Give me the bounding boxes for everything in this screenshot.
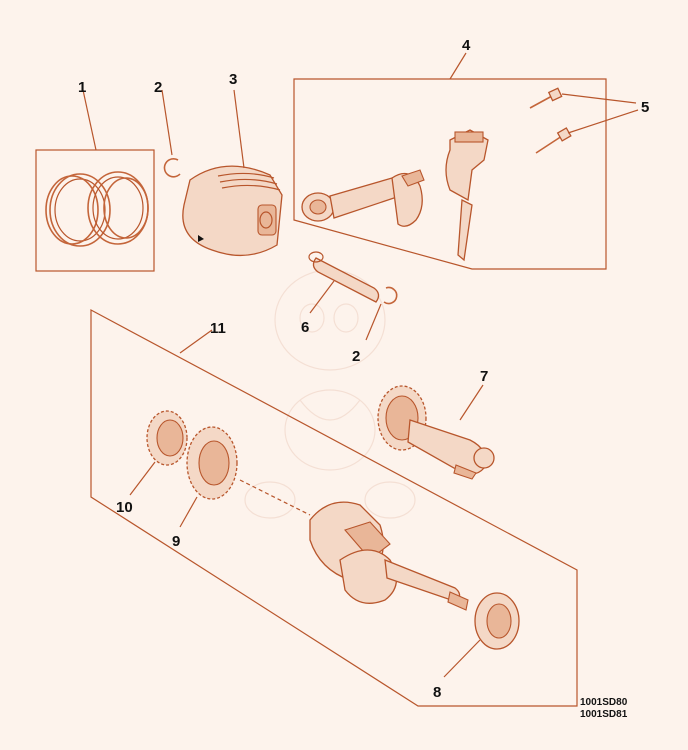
leader-9 [179,496,198,528]
leader-5b [567,109,639,134]
crankshaft [239,479,469,611]
circlip-lower-shape [383,286,398,305]
crankshaft-box [90,308,578,707]
leader-2b [365,303,382,341]
crank-main-journal [384,558,461,603]
leader-2a [161,89,173,156]
piston: 3 [182,71,283,257]
connecting-rod-group: 4 [293,37,607,270]
piston-pin: 6 [301,251,380,336]
rod-cap [445,129,489,262]
connecting-rod [301,169,425,227]
leader-7 [459,384,484,421]
callout-1: 1 [78,79,86,96]
callout-10: 10 [116,499,133,516]
connecting-rod-box [293,78,607,270]
piston-rings-group: 1 [35,79,155,272]
bearing-inner [486,603,512,639]
callout-2a: 2 [154,79,162,96]
leader-11 [179,329,213,354]
callout-11: 11 [210,320,226,337]
rod-bolts: 5 [529,87,649,154]
reference-code-2: 1001SD81 [580,709,628,720]
bolt-lower [535,127,572,154]
piston-pin-shape [312,257,380,303]
callout-8: 8 [433,684,441,701]
leader-5a [561,93,637,104]
leader-1 [82,89,97,151]
main-bearing: 8 [433,592,520,701]
bolt-upper [529,87,563,109]
crank-threaded-end [447,591,469,611]
circlip-top-shape [163,157,181,178]
piston-rings-box [35,149,155,272]
crank-web-rear [339,549,397,604]
leader-4 [449,52,467,80]
callout-6: 6 [301,319,309,336]
leader-10 [129,461,156,496]
crankshaft-group: 11 [90,308,578,707]
callout-3: 3 [229,71,237,88]
callout-5: 5 [641,99,649,116]
callout-2b: 2 [352,348,360,365]
callout-7: 7 [480,368,488,385]
callout-9: 9 [172,533,180,550]
circlip-lower: 2 [352,286,398,365]
callout-4: 4 [462,37,471,54]
circlip-top: 2 [154,79,181,178]
leader-6 [309,280,335,314]
reference-code-1: 1001SD80 [580,697,628,708]
piston-rings [45,171,149,247]
crank-gear: 10 [116,410,188,516]
piston-body [182,165,283,257]
timing-gear: 9 [172,426,238,550]
leader-3 [233,89,245,169]
leader-8 [443,639,481,678]
camshaft: 7 [377,368,495,480]
